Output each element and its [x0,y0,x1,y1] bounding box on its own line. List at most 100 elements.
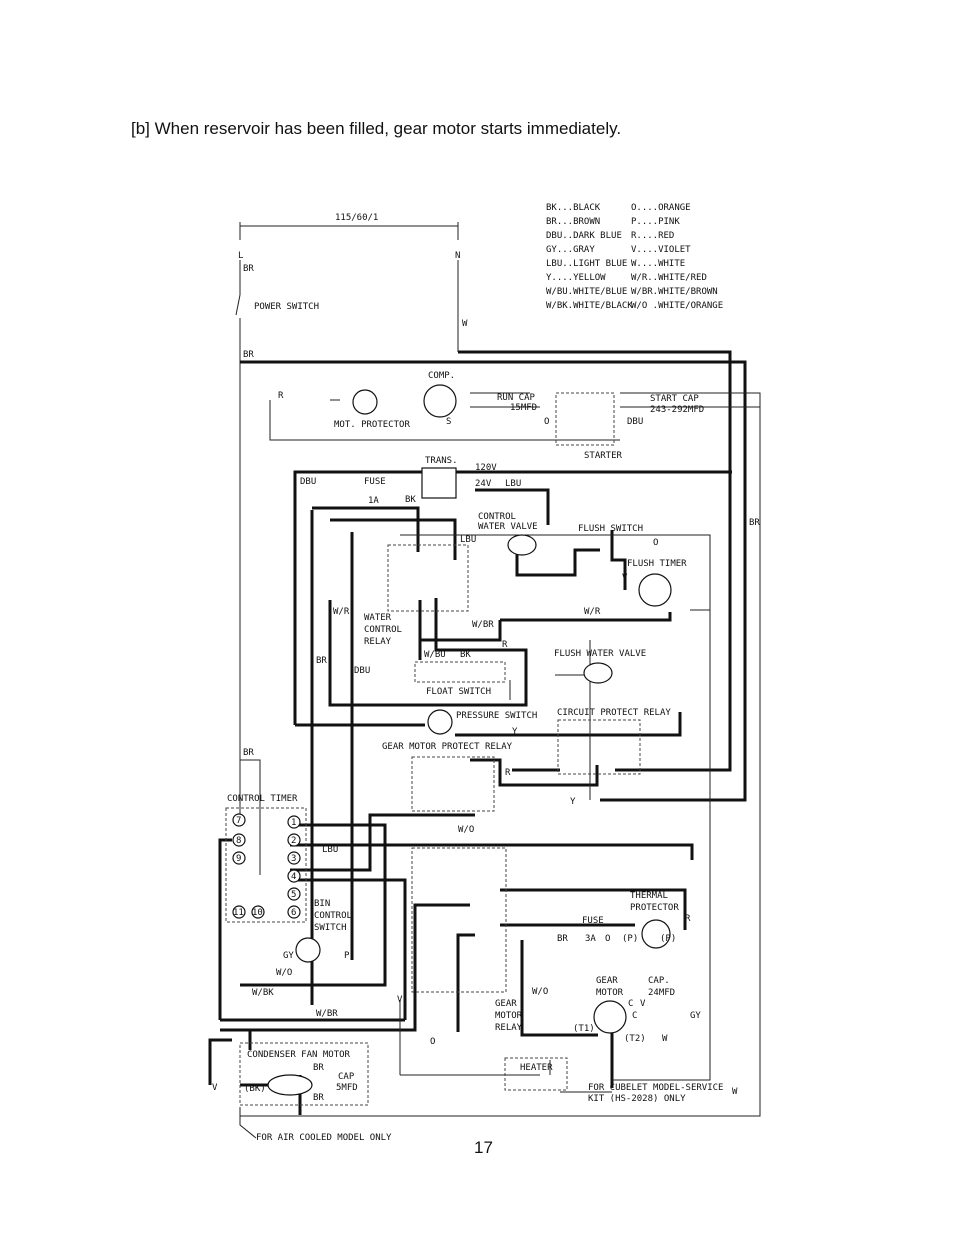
control-timer-terminals: 7 8 9 11 10 1 2 3 4 5 6 [232,813,301,919]
thermal-protector-icon [641,919,671,949]
wire-label-wr: W/R [333,607,350,617]
wire-label-w: W [462,319,468,329]
wire-label-o: O [653,538,658,548]
terminal-label: 1 [291,818,296,828]
cap-value: 24MFD [648,988,675,998]
v120-label: 120V [475,463,497,473]
legend-item: BR...BROWN [546,217,600,227]
circuit-protect-relay-label: CIRCUIT PROTECT RELAY [557,708,671,718]
start-cap-label: START CAP [650,394,699,404]
run-cap-label: RUN CAP [497,393,536,403]
fuse-1a-label: 1A [368,496,379,506]
terminal-label: 2 [291,836,296,846]
wire-label-br: BR [243,264,254,274]
terminal-label: 5 [291,890,296,900]
wire-label-v: V [640,999,646,1009]
wire-label-y: Y [570,797,576,807]
caption: [b] When reservoir has been filled, gear… [131,119,622,138]
bin-control-switch-label1: BIN [314,899,330,909]
legend-item: GY...GRAY [546,245,595,255]
wire-label-o: O [430,1037,435,1047]
circuit-protect-relay-box [557,719,641,775]
mot-protector-icon [352,389,378,415]
heater-label: HEATER [520,1063,553,1073]
wire-label-dbu: DBU [300,477,316,487]
terminal-label: 9 [236,854,241,864]
terminal-label: 3 [291,854,296,864]
wire-label-o: O [605,934,610,944]
cubelet-note2: KIT (HS-2028) ONLY [588,1094,686,1104]
air-cooled-note: FOR AIR COOLED MODEL ONLY [256,1133,392,1143]
starter-label: STARTER [584,451,623,461]
legend-item: P....PINK [631,217,680,227]
starter-box [555,392,615,446]
gear-motor-relay-label3: RELAY [495,1023,523,1033]
water-control-relay-box [387,544,469,612]
bin-control-switch-label3: SWITCH [314,923,347,933]
wire-label-dbu: DBU [354,666,370,676]
power-switch-label: POWER SWITCH [254,302,319,312]
terminal-t2: (T2) [624,1034,646,1044]
legend-item: BK...BLACK [546,203,601,213]
wire-label-br: BR [243,350,254,360]
v24-label: 24V [475,479,492,489]
condenser-fan-motor-icon [267,1074,313,1096]
cap-fan-label: CAP [338,1072,355,1082]
wire-label-lbu: LBU [322,845,338,855]
terminal-label: 8 [236,836,241,846]
gear-motor-protect-relay-label: GEAR MOTOR PROTECT RELAY [382,742,513,752]
terminal-c: C [632,1011,637,1021]
wire-label-gy: GY [690,1011,701,1021]
wire-label-wbr: W/BR [316,1009,338,1019]
legend-item: LBU..LIGHT BLUE [546,259,627,269]
bin-control-switch-label2: CONTROL [314,911,352,921]
page-number: 17 [474,1138,493,1157]
legend-item: W/BU.WHITE/BLUE [546,287,627,297]
flush-switch-label: FLUSH SWITCH [578,524,643,534]
flush-timer-label: FLUSH TIMER [627,559,687,569]
start-cap-value: 243-292MFD [650,405,704,415]
legend-item: W/BR.WHITE/BROWN [631,287,718,297]
pressure-switch-label: PRESSURE SWITCH [456,711,537,721]
transformer-icon [421,467,457,499]
thermal-protector-label1: THERMAL [630,891,668,901]
wire-label-br: BR [313,1063,324,1073]
float-switch-box [414,661,506,683]
fuse-label: FUSE [582,916,604,926]
wire-label-r: R [505,768,511,778]
gear-motor-label1: GEAR [596,976,618,986]
wire-label-br: BR [316,656,327,666]
bin-control-switch-icon [295,937,321,963]
legend-item: Y....YELLOW [546,273,606,283]
supply-line-label: L [238,251,243,261]
legend-item: W/R..WHITE/RED [631,273,707,283]
wire-label-r: R [278,391,284,401]
wire-label-v: V [397,995,403,1005]
wire-label-br: BR [557,934,568,944]
flush-timer-icon [638,573,672,607]
wire-label-wo: W/O [532,987,548,997]
water-control-relay-label1: WATER [364,613,392,623]
supply-neutral-label: N [455,251,460,261]
wire-label-wbr: W/BR [472,620,494,630]
wire-label-v: V [212,1083,218,1093]
wire-label-wr: W/R [584,607,601,617]
wire-label-gy: GY [283,951,294,961]
legend-item: DBU..DARK BLUE [546,231,622,241]
legend-item: V....VIOLET [631,245,691,255]
float-switch-label: FLOAT SWITCH [426,687,491,697]
terminal-label: 10 [252,908,263,918]
gear-motor-relay-label1: GEAR [495,999,517,1009]
gear-motor-relay-box [411,847,507,993]
wire-label-lbu: LBU [460,535,476,545]
wire-label-wbu: W/BU [424,650,446,660]
legend-item: O....ORANGE [631,203,691,213]
wire-label-bk: BK [405,495,416,505]
control-timer-box [225,807,307,923]
thermal-protector-label2: PROTECTOR [630,903,679,913]
terminal-t1: (T1) [573,1024,595,1034]
terminal-label: 6 [291,908,296,918]
wire-label-br: BR [313,1093,324,1103]
terminal-label: 7 [236,816,241,826]
